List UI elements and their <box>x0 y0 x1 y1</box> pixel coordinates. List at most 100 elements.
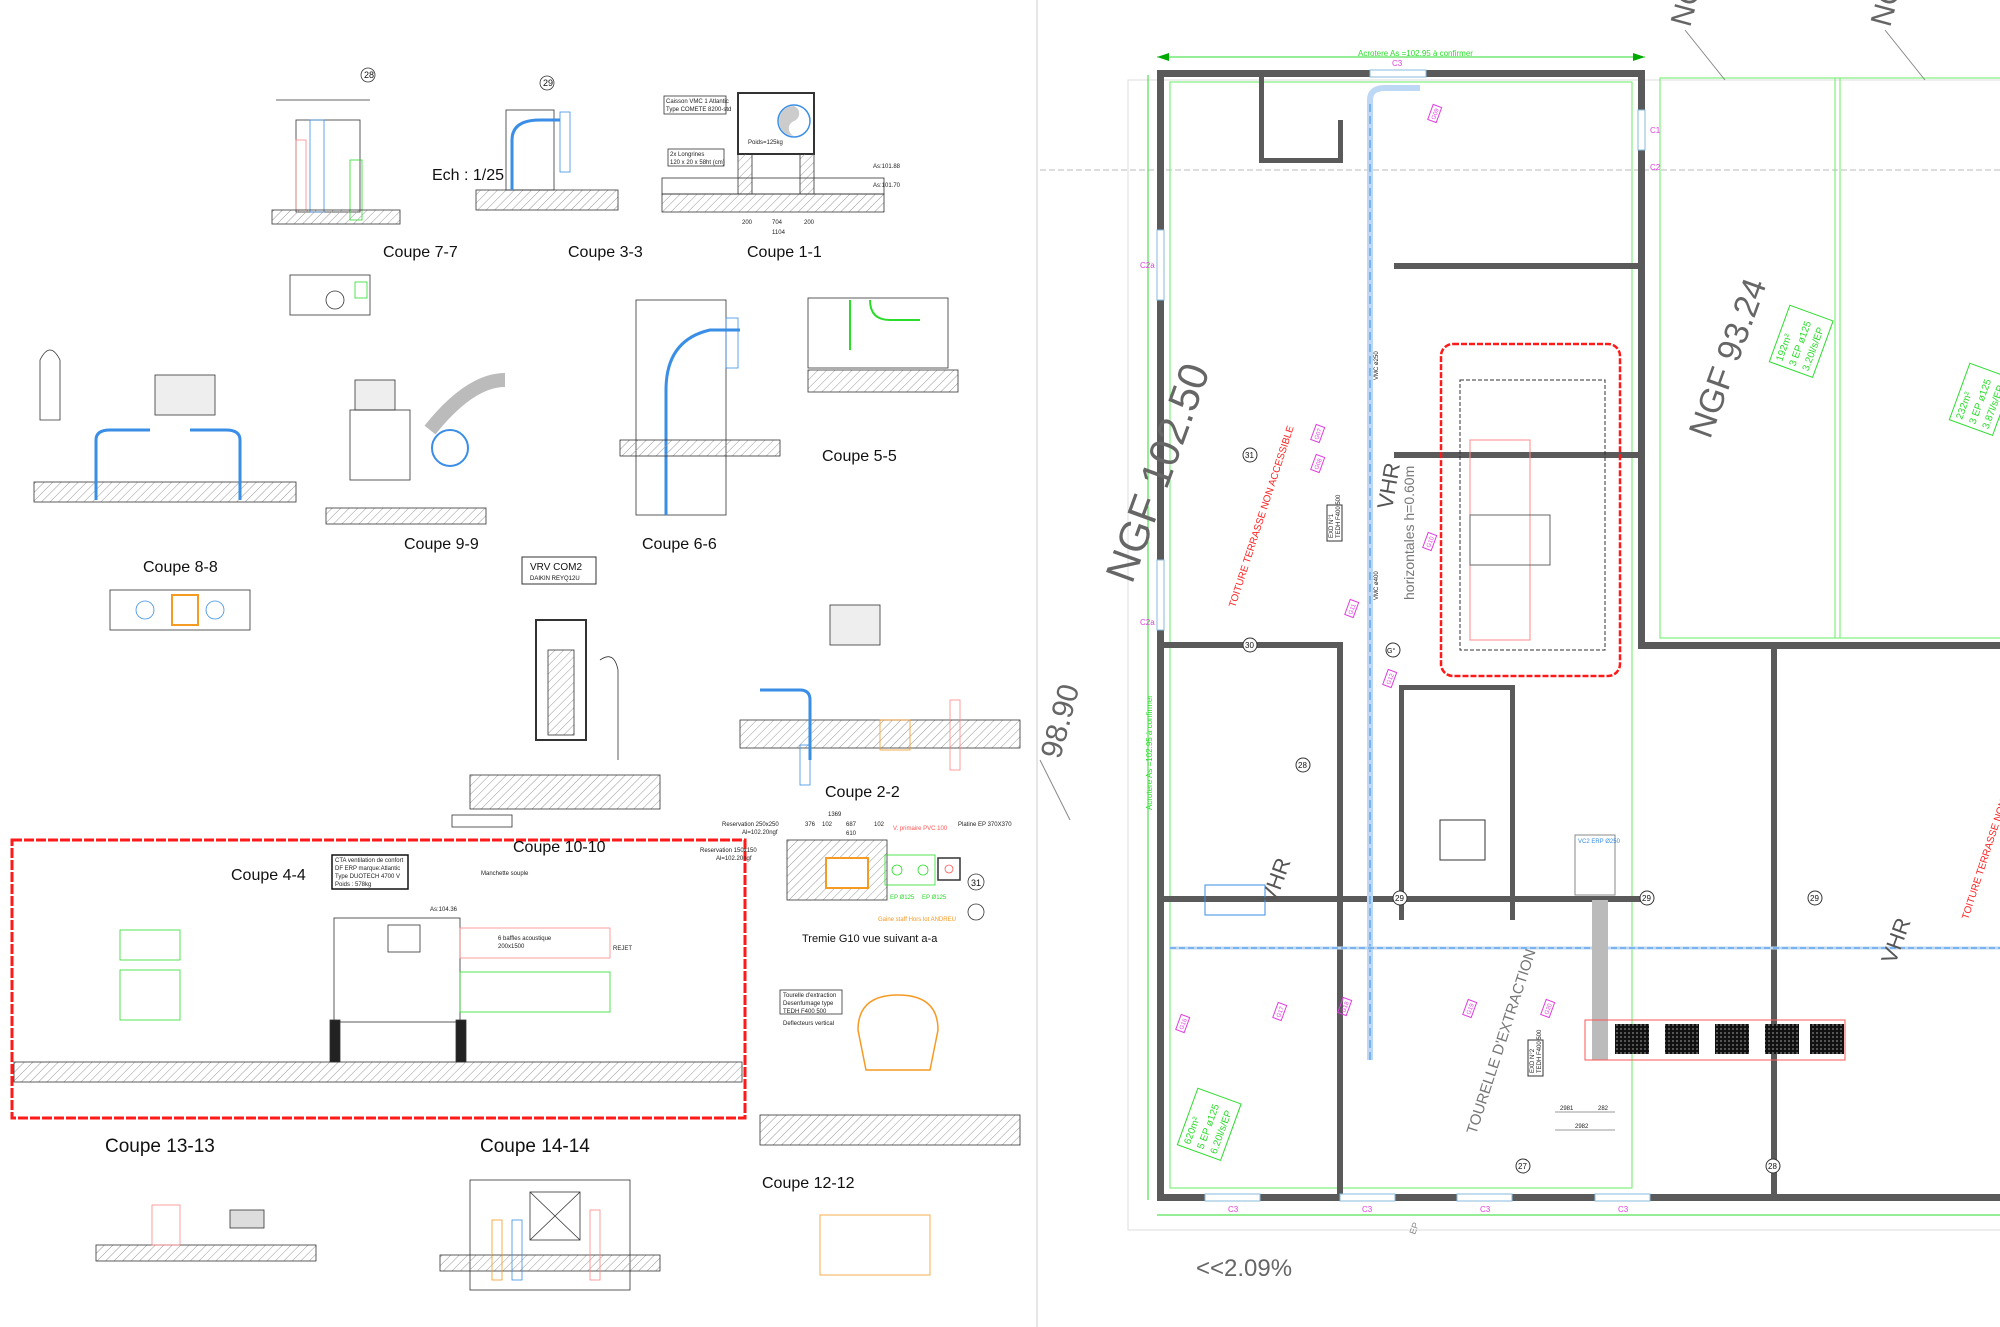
g-tag: G11 <box>1348 603 1358 616</box>
dimension: 102 <box>874 822 885 828</box>
cta-label: Type DUOTECH 4700 V <box>335 874 400 880</box>
section-12-12 <box>759 989 1021 1276</box>
dimension: 376 <box>805 822 816 828</box>
weight-label: Poids=125kg <box>748 140 783 146</box>
caisson-label: Type COMETE 8200-std <box>666 107 731 113</box>
window-tag: C3 <box>1618 1205 1629 1214</box>
area-box: 232m² 3 EP ø125 3.87l/s/EP <box>1948 362 2000 437</box>
section-6-6 <box>619 299 781 516</box>
tremie-label: EP Ø125 <box>890 895 915 901</box>
dimension: 1104 <box>772 230 786 236</box>
grid-mark: 27 <box>1518 1162 1527 1171</box>
ngf-level-cut: 98.90 <box>1035 681 1086 762</box>
dimension: 704 <box>772 220 783 226</box>
tremie-label: EP Ø125 <box>922 895 947 901</box>
g-tag: G20 <box>1544 1002 1554 1015</box>
grid-mark: 28 <box>1768 1162 1777 1171</box>
section-13-13 <box>95 1204 317 1262</box>
section-10-10 <box>451 619 661 828</box>
window-tag: C3 <box>1362 1205 1373 1214</box>
section-3-3 <box>475 75 619 211</box>
exd2-label: TEDH F400 500 <box>1537 1029 1543 1073</box>
level-label: As:101.88 <box>873 164 901 170</box>
exd2-label: EXD N°2 <box>1530 1048 1536 1073</box>
section-4-4 <box>13 854 743 1083</box>
section-title: Coupe 14-14 <box>480 1136 590 1157</box>
window-tag: C2a <box>1140 261 1155 270</box>
reservation-label: Reservation 150x150 <box>700 848 757 854</box>
longrines-label: 120 x 20 x 58ht (cm) <box>670 160 725 166</box>
dimension: 2982 <box>1575 1124 1589 1130</box>
nc-label: NC <box>1665 0 1708 30</box>
nc-label: NC <box>1865 0 1908 30</box>
exd1-box <box>1326 504 1343 542</box>
ac-units <box>1584 1019 1846 1061</box>
dimension: 200 <box>742 220 753 226</box>
duct-label: VMC ø400 <box>1374 571 1380 600</box>
section-title: Coupe 3-3 <box>568 244 643 261</box>
horizontales-label: horizontales h=0.60m <box>1401 466 1417 600</box>
section-14-14 <box>439 1179 661 1291</box>
g-tag: G17 <box>1276 1005 1286 1018</box>
exd2-box <box>1527 1039 1544 1077</box>
window-tag: C2 <box>1650 163 1661 172</box>
section-8-8 <box>33 349 297 631</box>
grid-mark: 30 <box>1245 641 1254 650</box>
section-5-5 <box>807 297 959 393</box>
acrotere-label-side: Acrotere As =102.95 à confirmer <box>1145 695 1154 810</box>
tourelle-label: Desenfumage type <box>783 1001 834 1007</box>
ducts <box>1170 85 2000 1060</box>
grid-mark: 28 <box>1298 761 1307 770</box>
level-label: As:101.70 <box>873 183 901 189</box>
tourelle-label: TEDH F400 500 <box>783 1009 827 1015</box>
window-tag: C1 <box>1650 126 1661 135</box>
level-label: As:104.36 <box>430 907 458 913</box>
grid-mark: 29 <box>1810 894 1819 903</box>
grid-marks: 31 30 29 28 29 29 27 28 G° <box>1242 447 1823 1174</box>
dimension: 200 <box>804 220 815 226</box>
exd1-label: TEDH F400 500 <box>1336 494 1342 538</box>
grid-mark: 31 <box>1245 451 1254 460</box>
section-1-1 <box>661 92 885 213</box>
area-box: 192m² 3 EP ø125 3.20l/s/EP <box>1768 304 1834 379</box>
tremie-label: V. primaire PVC 100 <box>893 826 948 832</box>
section-7-7 <box>271 67 401 316</box>
section-title: Coupe 4-4 <box>231 867 306 884</box>
section-title: Coupe 12-12 <box>762 1175 855 1192</box>
tremie-label: Gaine staff Hors lot ANDREU <box>878 917 956 923</box>
g-tag: G09 <box>1431 107 1441 120</box>
revision-cloud-plan <box>1439 342 1622 678</box>
section-title: Coupe 10-10 <box>513 839 606 856</box>
baffles-label: 6 baffles acoustique <box>498 936 552 942</box>
section-title: Coupe 6-6 <box>642 536 717 553</box>
dimension: 1369 <box>828 812 842 818</box>
tremie-g10 <box>786 839 985 921</box>
window-tag: C3 <box>1392 59 1403 68</box>
window-tag: C2a <box>1140 618 1155 627</box>
dimension: 610 <box>846 831 857 837</box>
section-title: Coupe 2-2 <box>825 784 900 801</box>
section-title: Coupe 9-9 <box>404 536 479 553</box>
cta-label: CTA ventilation de confort <box>335 858 404 864</box>
roof-label: TOITURE TERRASSE NON ACCESSIBLE <box>1227 424 1296 609</box>
g-tags: G09 G07 G08 G10 G11 G12 G16 G17 G18 G19 … <box>1175 103 1556 1034</box>
walls <box>1157 70 2000 1201</box>
dimension: 282 <box>1598 1106 1609 1112</box>
ngf-level-right: NGF 93.24 <box>1682 273 1775 442</box>
baffles-label: 200x1500 <box>498 944 525 950</box>
section-number: 29 <box>543 78 553 88</box>
section-number: 28 <box>364 70 374 80</box>
tremie-label: Platine EP 370X370 <box>958 822 1012 828</box>
g-tag: G07 <box>1314 427 1324 440</box>
vrv-label-box <box>521 556 597 585</box>
window-tag: C3 <box>1480 1205 1491 1214</box>
section-2-2 <box>739 604 1021 786</box>
windows <box>1156 69 1651 1202</box>
roof-plan <box>1039 29 2000 1231</box>
g-tag: G18 <box>1341 1000 1351 1013</box>
duct-label: VMC ø250 <box>1374 351 1380 380</box>
g-tag: G19 <box>1466 1002 1476 1015</box>
ep-label: EP <box>1407 1221 1421 1236</box>
scale-label: Ech : 1/25 <box>432 167 504 184</box>
